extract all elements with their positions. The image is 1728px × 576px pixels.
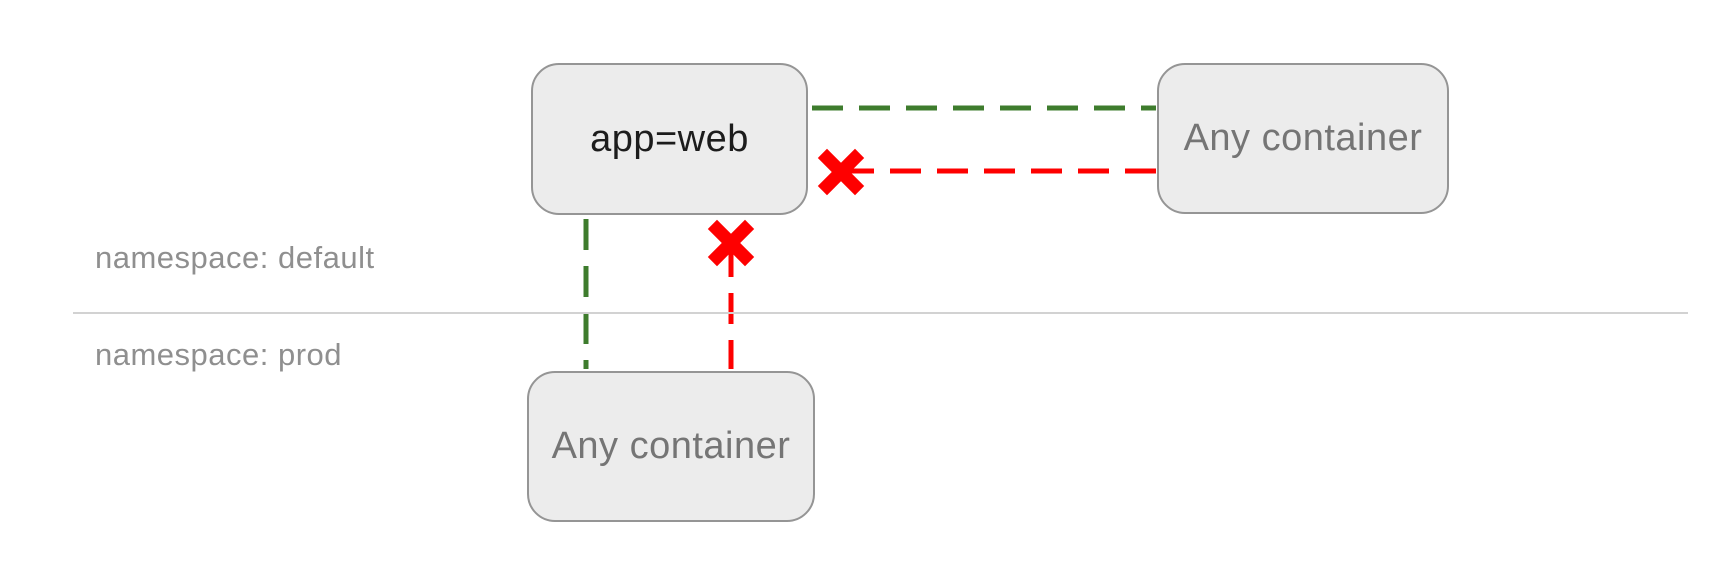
node-any-container-prod: Any container xyxy=(527,371,815,522)
node-any-container-prod-label: Any container xyxy=(551,425,791,467)
node-app-web-label: app=web xyxy=(590,117,749,160)
blocked-x-icon xyxy=(817,148,865,196)
node-any-container-default: Any container xyxy=(1157,63,1449,214)
node-any-container-default-label: Any container xyxy=(1183,117,1423,159)
blocked-x-icon xyxy=(707,219,755,267)
namespace-prod-label: namespace: prod xyxy=(95,337,343,372)
namespace-default-label: namespace: default xyxy=(95,240,375,275)
namespace-divider-line xyxy=(73,312,1688,314)
node-app-web: app=web xyxy=(531,63,808,215)
